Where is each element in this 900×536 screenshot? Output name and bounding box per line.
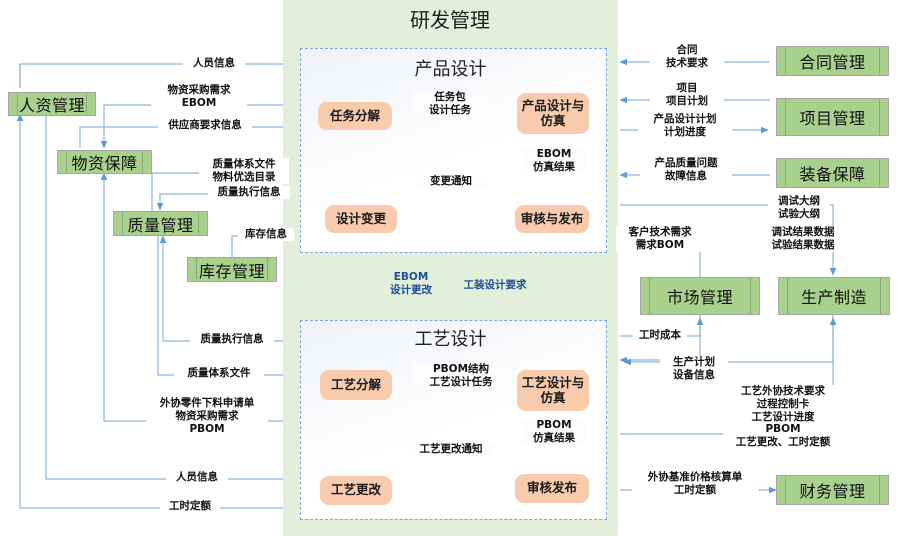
- box-accent: [785, 159, 880, 187]
- edge-label-outsource-price-quota: 外协基准价格核算单 工时定额: [632, 471, 758, 497]
- edge-label-pbom-structure: PBOM结构 工艺设计任务: [412, 363, 510, 389]
- edge-label-process-outsource-tech: 工艺外协技术要求 过程控制卡 工艺设计进度 PBOM 工艺更改、工时定额: [723, 385, 843, 449]
- edge-label-project-plan: 项目 项目计划: [650, 82, 724, 108]
- module-contract-management[interactable]: 合同管理: [776, 46, 889, 76]
- box-accent: [785, 476, 880, 504]
- module-hr-management[interactable]: 人资管理: [8, 92, 96, 116]
- module-label: 项目管理: [799, 109, 866, 128]
- node-label: 工艺分解: [330, 376, 381, 392]
- node-product-design-sim[interactable]: 产品设计与 仿真: [517, 93, 589, 134]
- edge-label-task-package: 任务包 设计任务: [413, 91, 487, 117]
- edge-label-personnel-info-bottom: 人员信息: [166, 471, 228, 484]
- edge-label-contract-tech-req: 合同 技术要求: [650, 44, 724, 70]
- edge-label-production-plan-equipment: 生产计划 设备信息: [660, 356, 728, 382]
- node-review-publish[interactable]: 审核发布: [515, 474, 589, 503]
- module-label: 人资管理: [18, 96, 85, 115]
- node-review-release[interactable]: 审核与发布: [515, 205, 589, 233]
- edge-label-change-notice: 变更通知: [415, 175, 487, 188]
- box-accent: [196, 258, 268, 281]
- edge-label-ebom-design-change: EBOM 设计更改: [382, 271, 440, 297]
- node-process-decompose[interactable]: 工艺分解: [320, 370, 392, 400]
- edge-label-tooling-design-req: 工装设计要求: [455, 279, 535, 292]
- node-design-change[interactable]: 设计变更: [325, 205, 397, 233]
- edge-label-quality-system-doc-catalog: 质量体系文件 物料优选目录: [199, 158, 289, 184]
- node-process-change[interactable]: 工艺更改: [320, 476, 392, 505]
- module-label: 市场管理: [666, 288, 733, 307]
- box-accent: [785, 99, 880, 135]
- module-equipment-guarantee[interactable]: 装备保障: [776, 158, 889, 188]
- module-label: 财务管理: [799, 482, 866, 501]
- module-inventory-management[interactable]: 库存管理: [187, 257, 277, 282]
- box-accent: [785, 47, 880, 75]
- node-process-design-sim[interactable]: 工艺设计与 仿真: [517, 370, 589, 411]
- box-accent: [649, 278, 751, 314]
- edge-label-labor-hour-cost: 工时成本: [633, 329, 687, 342]
- module-label: 合同管理: [799, 53, 866, 72]
- module-production-manufacturing[interactable]: 生产制造: [778, 277, 890, 315]
- module-market-management[interactable]: 市场管理: [640, 277, 760, 315]
- module-label: 物资保障: [71, 154, 138, 173]
- module-material-guarantee[interactable]: 物资保障: [57, 150, 152, 174]
- edge-label-customer-tech-req-bom: 客户技术需求 需求BOM: [616, 226, 704, 252]
- node-label: 审核与发布: [520, 210, 584, 226]
- node-label: 设计变更: [335, 210, 386, 226]
- node-label: 审核发布: [526, 480, 577, 496]
- edge-label-debug-test-result-data: 调试结果数据 试验结果数据: [762, 226, 844, 252]
- edge-label-material-purchase-req-ebom: 物资采购需求 EBOM: [151, 84, 247, 110]
- product-design-title: 产品设计: [414, 59, 487, 80]
- box-accent: [122, 212, 199, 235]
- diagram-title: 研发管理: [410, 8, 490, 32]
- edge-label-inventory-info: 库存信息: [238, 228, 294, 241]
- node-label: 工艺设计与 仿真: [521, 375, 585, 405]
- node-label: 任务分解: [329, 107, 380, 123]
- module-label: 装备保障: [799, 165, 866, 184]
- box-accent: [17, 93, 87, 115]
- edge-label-quality-system-doc: 质量体系文件: [174, 367, 264, 380]
- module-project-management[interactable]: 项目管理: [776, 98, 889, 136]
- box-accent: [787, 278, 881, 314]
- edge-label-product-design-plan: 产品设计计划 计划进度: [638, 113, 732, 139]
- node-label: 产品设计与 仿真: [521, 98, 585, 128]
- edge-label-outsource-part-req: 外协零件下料申请单 物资采购需求 PBOM: [146, 397, 268, 436]
- module-label: 生产制造: [800, 288, 867, 307]
- edge-label-ebom-sim-result: EBOM 仿真结果: [522, 148, 586, 174]
- module-label: 库存管理: [198, 261, 265, 281]
- node-task-decompose[interactable]: 任务分解: [318, 102, 392, 130]
- edge-label-supplier-req-info: 供应商要求信息: [158, 119, 252, 132]
- edge-label-pbom-sim-result: PBOM 仿真结果: [522, 419, 586, 445]
- edge-label-quality-exec-info-bottom: 质量执行信息: [190, 333, 274, 346]
- box-accent: [66, 151, 143, 173]
- edge-label-product-quality-fault: 产品质量问题 故障信息: [640, 157, 732, 183]
- edge-label-process-change-notice: 工艺更改通知: [408, 443, 494, 456]
- module-finance-management[interactable]: 财务管理: [776, 475, 889, 505]
- module-label: 质量管理: [127, 215, 194, 235]
- edge-label-debug-test-outline: 调试大纲 试验大纲: [768, 195, 830, 221]
- edge-label-personnel-info-top: 人员信息: [183, 57, 245, 70]
- edge-label-labor-hour-quota-left: 工时定额: [160, 500, 220, 513]
- node-label: 工艺更改: [330, 482, 381, 498]
- module-quality-management[interactable]: 质量管理: [113, 211, 208, 236]
- process-design-title: 工艺设计: [414, 329, 487, 350]
- edge-label-quality-exec-info-top: 质量执行信息: [208, 186, 290, 199]
